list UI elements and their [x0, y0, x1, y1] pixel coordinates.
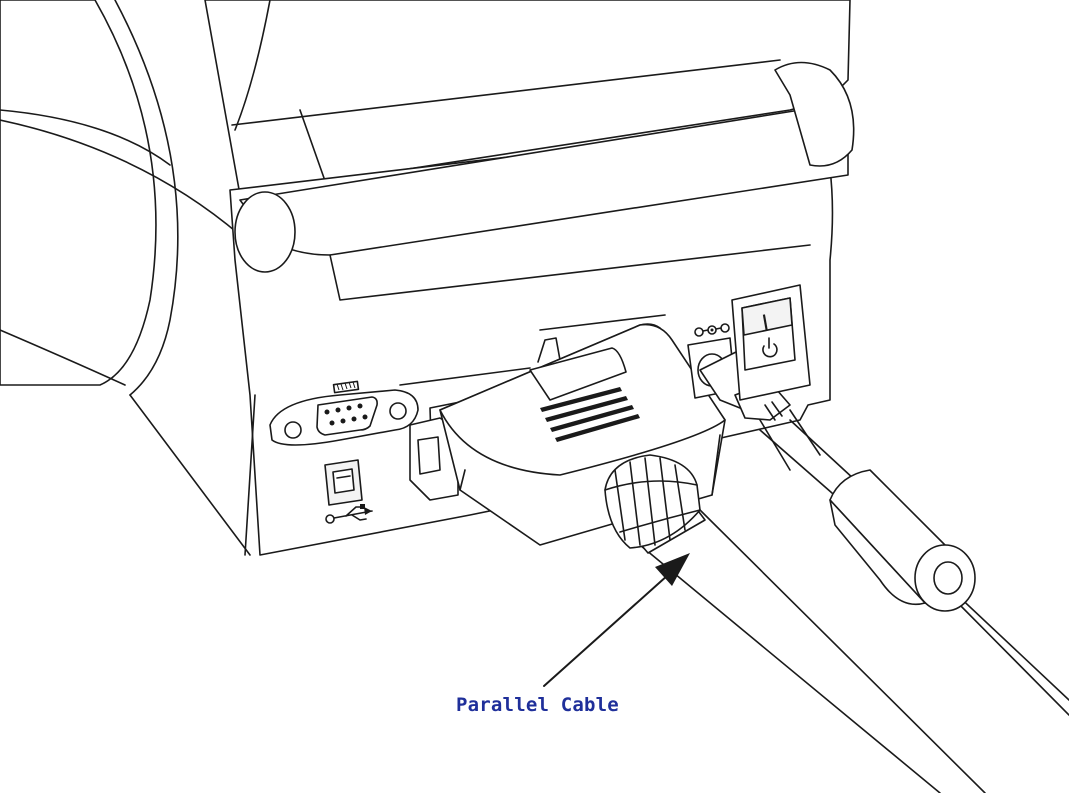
dc-polarity-symbol [694, 323, 730, 337]
power-switch-icon: I [731, 284, 811, 401]
power-on-symbol: I [760, 311, 771, 337]
printer-left-side-cover [0, 0, 241, 396]
callout-arrow-icon [543, 553, 690, 687]
callout-label: Parallel Cable [456, 694, 619, 716]
parallel-cable-icon [604, 454, 986, 793]
usb-symbol-icon [325, 504, 373, 524]
usb-port-icon [324, 459, 363, 506]
power-standby-symbol [762, 337, 778, 358]
serial-port-icon [269, 380, 419, 446]
ferrite-core-icon [829, 469, 976, 612]
